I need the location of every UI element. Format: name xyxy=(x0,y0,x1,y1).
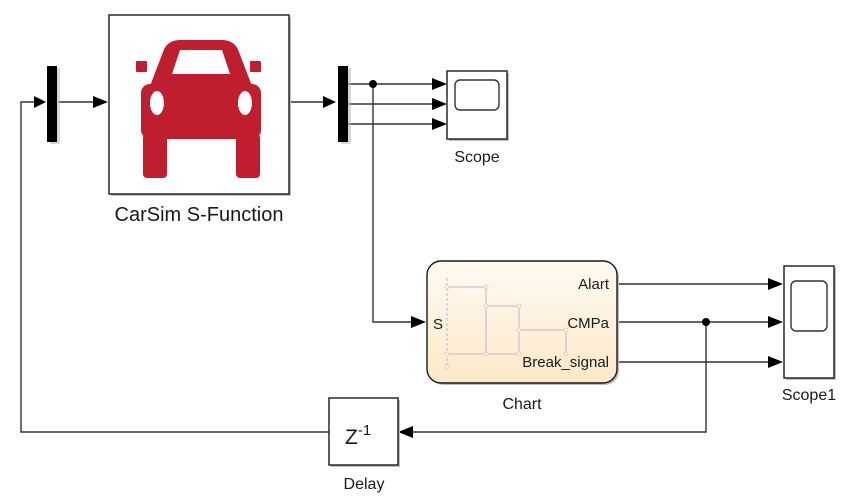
demux-block[interactable] xyxy=(338,66,351,144)
chart-block[interactable] xyxy=(426,260,619,385)
arrow-icon xyxy=(432,78,447,90)
delay-expr-exponent: -1 xyxy=(358,422,371,439)
delay-expression: Z-1 xyxy=(345,422,371,449)
scope1-block[interactable] xyxy=(783,265,836,380)
delay-expr-base: Z xyxy=(345,426,358,449)
scope-screen-icon xyxy=(454,79,500,111)
arrow-icon xyxy=(323,96,336,108)
arrowheads xyxy=(34,78,783,438)
delay-block[interactable] xyxy=(328,397,400,467)
chart-input-port-s: S xyxy=(433,316,443,333)
arrow-icon xyxy=(768,278,783,290)
headlight-left xyxy=(150,91,164,115)
arrow-icon xyxy=(768,316,783,328)
arrow-icon xyxy=(34,96,46,108)
arrow-icon xyxy=(432,98,447,110)
branch-point xyxy=(702,318,710,326)
chart-output-port-cmpa: CMPa xyxy=(567,315,609,332)
scope-block-label: Scope xyxy=(454,149,499,166)
chart-block-label: Chart xyxy=(502,396,542,413)
scope-block[interactable] xyxy=(446,70,509,141)
carsim-block-label: CarSim S-Function xyxy=(115,204,284,226)
mux-block[interactable] xyxy=(47,66,60,144)
arrow-icon xyxy=(411,316,426,328)
wire-delay-to-mux[interactable] xyxy=(20,101,331,433)
arrow-icon xyxy=(93,96,108,108)
chart-output-port-break-signal: Break_signal xyxy=(522,354,609,371)
delay-block-label: Delay xyxy=(344,476,385,493)
arrow-icon xyxy=(432,118,447,130)
arrow-icon xyxy=(768,356,783,368)
carsim-sfunction-block[interactable] xyxy=(108,14,291,196)
headlight-right xyxy=(238,91,252,115)
signal-lines xyxy=(20,80,770,433)
scope1-block-label: Scope1 xyxy=(782,387,836,404)
wire-branch-to-chart[interactable] xyxy=(372,84,417,323)
arrow-icon xyxy=(398,426,413,438)
windshield xyxy=(172,50,230,74)
wire-branch-to-delay[interactable] xyxy=(410,322,707,433)
chart-junctions xyxy=(444,284,569,370)
branch-point xyxy=(369,80,377,88)
chart-output-port-alart: Alart xyxy=(578,276,610,293)
scope-screen-icon xyxy=(790,280,828,332)
